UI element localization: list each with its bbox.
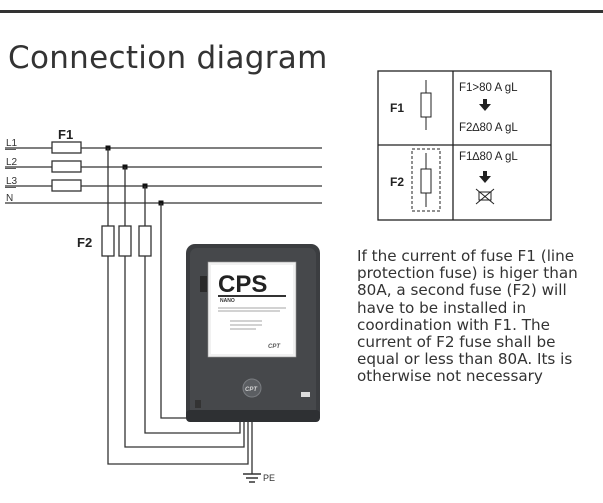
table-f1-label: F1 [390, 101, 404, 115]
label-l2: L2 [6, 157, 18, 168]
label-l3: L3 [6, 176, 18, 187]
ground-icon [243, 473, 261, 483]
label-f1: F1 [58, 127, 73, 142]
table-f1-condition: F1>80 A gL [459, 82, 518, 94]
table-fuse-f2 [420, 168, 432, 194]
table-fuse-f1 [420, 92, 432, 118]
description-text: If the current of fuse F1 (line protecti… [357, 247, 578, 386]
fuse-f1-l2 [51, 160, 82, 173]
wire-l1 [107, 148, 249, 465]
no-fuse-icon [475, 188, 495, 205]
wire-l2 [124, 167, 245, 448]
fuse-f2-l1 [101, 225, 115, 257]
fuse-f1-l1 [51, 141, 82, 154]
cps-device: CPS NANO CPT CPT [186, 244, 320, 422]
label-pe: PE [263, 473, 275, 483]
fuse-f2-l3 [138, 225, 152, 257]
label-f2: F2 [77, 235, 92, 250]
page-title: Connection diagram [8, 40, 328, 76]
cpt-logo-icon [242, 378, 262, 398]
top-rule [0, 10, 603, 13]
table-f2-label: F2 [390, 175, 404, 189]
fuse-coordination-table: F1 F1>80 A gL F2∆80 A gL F2 F1∆80 A gL [377, 70, 552, 221]
fuse-f2-l2 [118, 225, 132, 257]
table-f1-low-condition: F1∆80 A gL [459, 151, 518, 163]
arrow-down-icon [479, 171, 491, 183]
device-brand: CPS [218, 271, 267, 298]
table-f2-condition: F2∆80 A gL [459, 122, 518, 134]
svg-text:CPT: CPT [245, 387, 258, 393]
fuse-f1-l3 [51, 179, 82, 192]
label-l1: L1 [6, 138, 18, 149]
arrow-down-icon [479, 99, 491, 111]
wire-l3 [144, 186, 241, 434]
device-sub: NANO [220, 298, 235, 304]
device-logo-text: CPT [268, 344, 281, 350]
label-n: N [6, 193, 13, 204]
